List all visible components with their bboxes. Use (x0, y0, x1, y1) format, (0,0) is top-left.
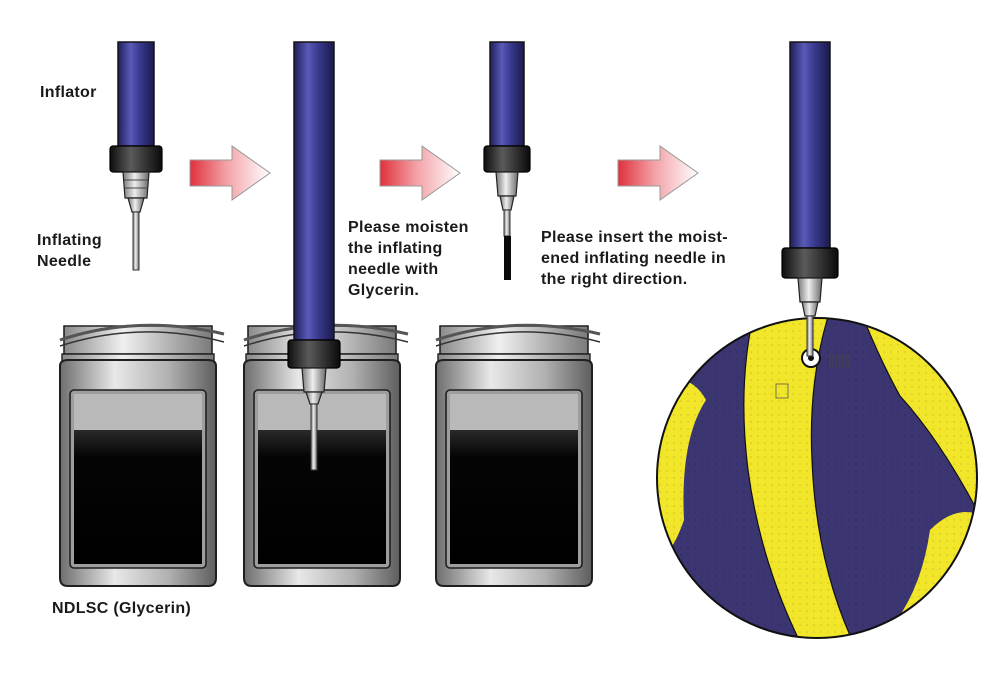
glycerin-jar-icon (58, 323, 226, 588)
inflator-icon (781, 41, 839, 357)
arrow-right-icon (189, 145, 271, 201)
volleyball-icon (656, 317, 978, 639)
needle-icon (132, 211, 140, 271)
inflating-needle-label: Inflating Needle (37, 232, 102, 270)
inflator-icon (287, 41, 341, 471)
arrow-right-icon (617, 145, 699, 201)
inflator-label: Inflator (40, 84, 97, 101)
glycerin-bottle-label: NDLSC (Glycerin) (52, 600, 192, 617)
arrow-right-icon (379, 145, 461, 201)
inflator-icon (109, 41, 163, 213)
step-insert-instruction: Please insert the moist- ened inflating … (541, 229, 728, 288)
step-moisten-instruction: Please moisten the inflating needle with… (348, 219, 469, 299)
inflator-icon (483, 41, 531, 280)
glycerin-jar-icon (434, 323, 602, 588)
